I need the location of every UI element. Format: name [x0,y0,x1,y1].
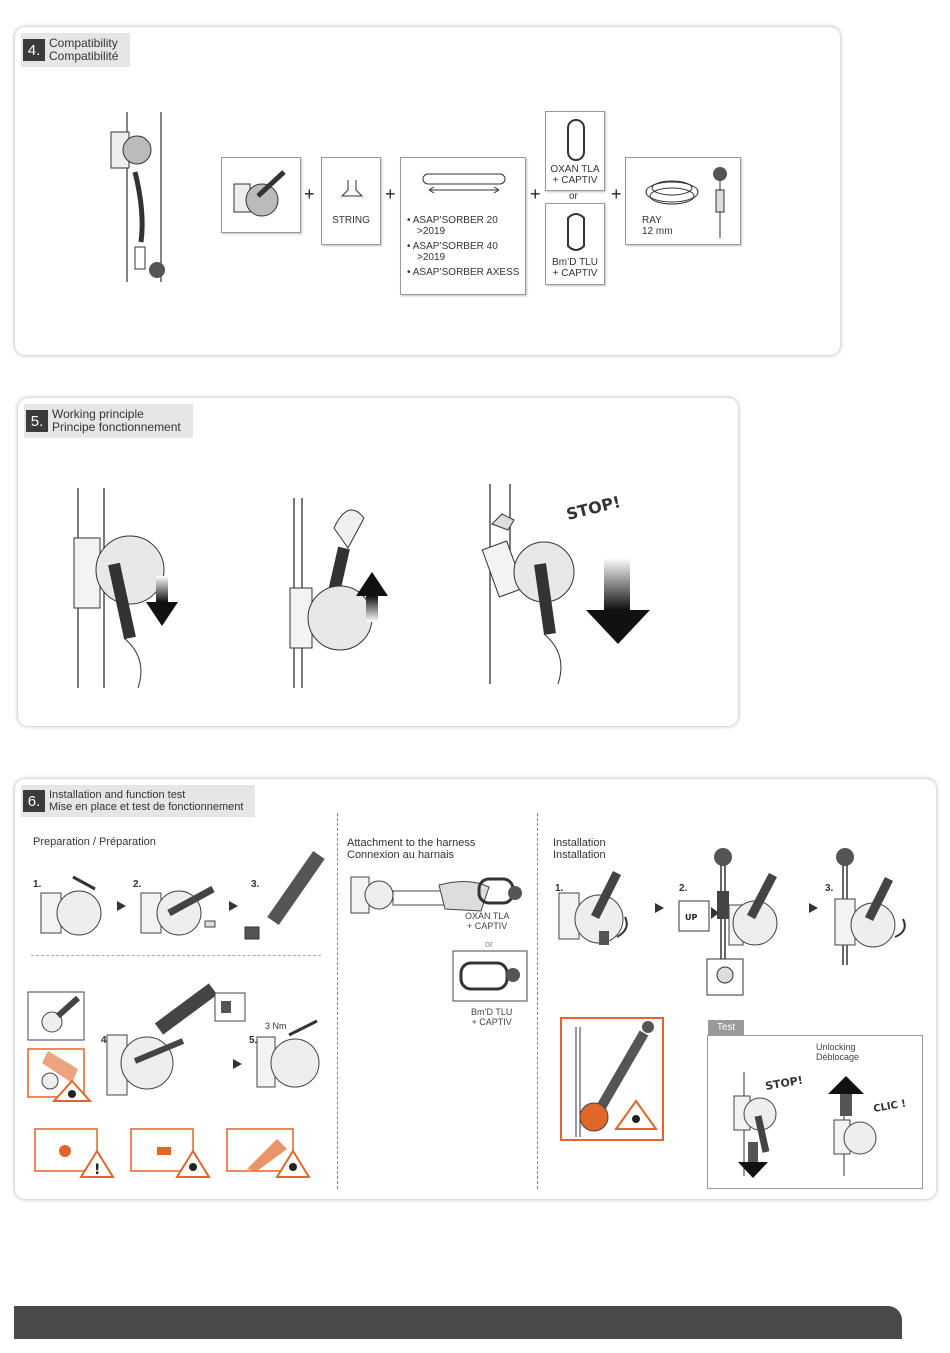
install-step1-illustration [558,870,628,945]
absorber-icon [422,173,506,194]
section-title: Working principle Principe fonctionnemen… [52,407,181,434]
section-number: 4. [23,39,45,61]
svg-text:!: ! [94,1162,100,1178]
step-arrow [655,903,664,913]
test-stop-label: STOP! [764,1074,804,1093]
step-number: 4. [101,1035,110,1046]
prep-step3-illustration [244,850,325,940]
column-divider [537,813,538,1189]
attachment-oxan-label: OXAN TLA + CAPTIV [465,911,510,931]
axle-forbidden-illustration [130,1128,211,1178]
step-arrow [229,901,238,911]
test-unlock-illustration: CLIC ! [828,1076,907,1176]
step-number: 2. [133,879,142,890]
section-header: 4. Compatibility Compatibilité [21,33,131,67]
section-title: Installation and function test Mise en p… [49,789,244,813]
bmd-label: Bm’D TLU + CAPTIV [552,257,598,279]
rope-label: RAY 12 mm [642,215,673,237]
prep-step5-illustration [256,1019,320,1088]
cut-forbidden-illustration [226,1128,311,1178]
attachment-bmd-label: Bm’D TLU + CAPTIV [471,1007,513,1027]
section-working-principle: 5. Working principle Principe fonctionne… [18,398,738,726]
plus-sign: + [530,184,541,204]
bmd-box: Bm’D TLU + CAPTIV [545,203,605,285]
installation-heading: Installation Installation [553,837,606,861]
section-number: 6. [23,790,45,812]
prep-step1-illustration [40,875,102,936]
step-number: 1. [33,879,42,890]
rope-box: RAY 12 mm [625,157,741,245]
step-arrow [809,903,818,913]
carabiner-icon [567,119,585,161]
plus-sign: + [611,184,622,204]
section-number: 5. [26,410,48,432]
string-label: STRING [332,215,370,226]
string-box: STRING [321,157,381,245]
unlocking-label: Unlocking Déblocage [816,1042,860,1062]
section-header: 5. Working principle Principe fonctionne… [24,404,193,438]
principle-descend-illustration [73,488,178,689]
preparation-heading: Preparation / Préparation [33,836,156,848]
rope-coil-icon [645,167,727,238]
footer-bar [14,1306,902,1339]
absorber-list: • ASAP’SORBER 20 >2019 • ASAP’SORBER 40 … [407,215,520,278]
absorber-box: • ASAP’SORBER 20 >2019 • ASAP’SORBER 40 … [400,157,526,295]
axle-warning-illustration: ! [34,1128,115,1178]
row-divider [31,955,321,956]
device-box [221,157,301,233]
prep-step4-illustration [106,983,246,1096]
up-label: UP [685,913,697,922]
oxan-box: OXAN TLA + CAPTIV [545,111,605,191]
install-step2-illustration: UP [678,848,778,996]
step-number: 3. [825,883,834,894]
device-on-rope-illustration [110,112,165,282]
step-number: 2. [679,883,688,894]
attachment-or-label: or [485,939,494,949]
step-number: 3. [251,879,260,890]
column-divider [337,813,338,1189]
step-arrow [233,1059,242,1069]
oxan-label: OXAN TLA + CAPTIV [550,164,600,186]
section-header: 6. Installation and function test Mise e… [21,785,256,817]
install-forbidden-illustration [560,1017,664,1141]
section-title: Compatibility Compatibilité [49,36,119,63]
carabiner-icon [567,213,585,251]
step-number: 5. [249,1035,258,1046]
test-tab: Test [708,1020,744,1036]
stop-label: STOP! [564,492,622,524]
attachment-oxan-illustration [350,876,522,914]
device-icon [233,170,286,217]
string-icon [340,180,364,197]
lubricate-forbidden-illustration [27,1048,93,1102]
install-step3-illustration [834,848,906,965]
plus-sign: + [385,184,396,204]
section-installation: 6. Installation and function test Mise e… [15,779,936,1199]
torque-label: 3 Nm [265,1021,287,1031]
step-arrow [117,901,126,911]
or-label: or [569,191,578,202]
step-number: 1. [555,883,564,894]
test-box: Test Unlocking Déblocage STOP! CLIC ! [707,1020,923,1189]
test-stop-illustration: STOP! [733,1072,804,1178]
plus-sign: + [304,184,315,204]
attachment-bmd-illustration [452,950,528,1002]
clic-label: CLIC ! [873,1098,907,1115]
principle-stop-illustration: STOP! [481,484,650,685]
attachment-heading: Attachment to the harness Connexion au h… [347,837,476,861]
section-compatibility: 4. Compatibility Compatibilité + STRING … [15,27,840,355]
prep-step2-illustration [140,885,216,936]
lubricate-ok-illustration [27,991,85,1041]
principle-ascend-illustration [289,498,388,688]
